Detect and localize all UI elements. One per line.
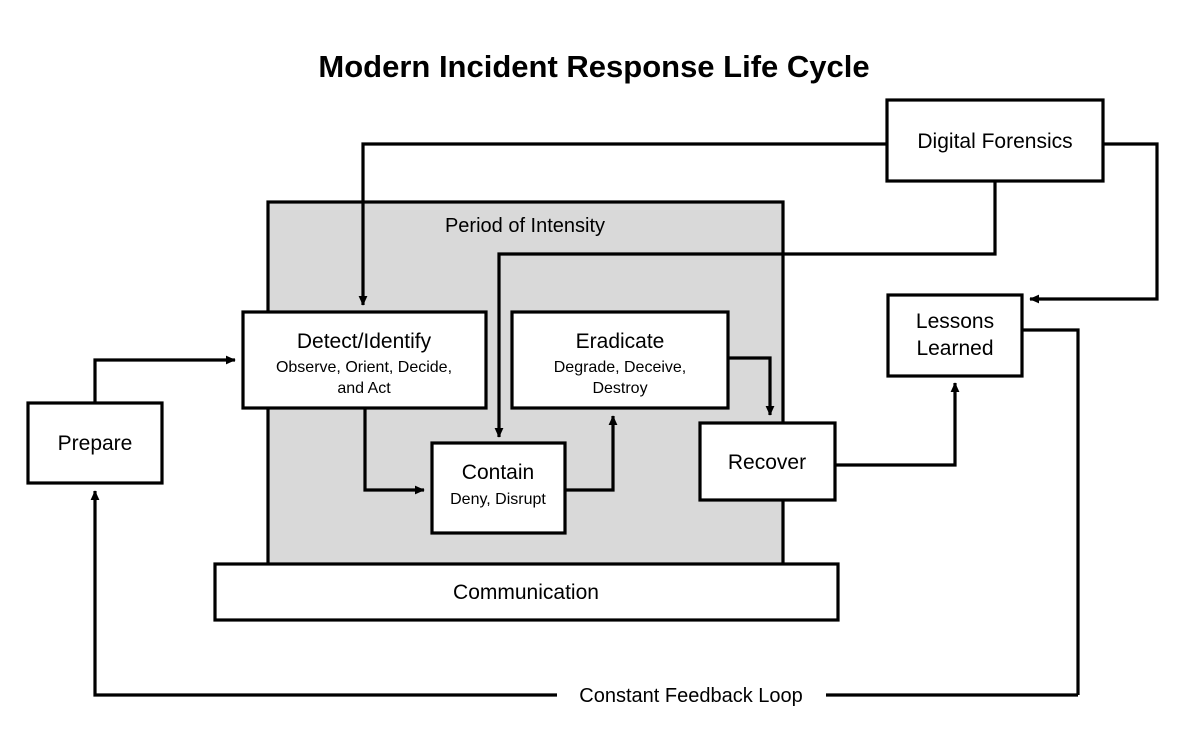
node-contain[interactable]: Contain Deny, Disrupt bbox=[430, 441, 567, 535]
node-detect-identify-label: Detect/Identify bbox=[297, 330, 432, 353]
edge-recover-to-lessons-learned bbox=[835, 382, 960, 467]
group-period-of-intensity-label: Period of Intensity bbox=[445, 215, 605, 237]
edge-eradicate-to-recover bbox=[728, 356, 775, 416]
edge-prepare-to-detect-identify bbox=[93, 355, 236, 403]
node-digital-forensics-label: Digital Forensics bbox=[917, 130, 1072, 153]
node-digital-forensics-box[interactable] bbox=[885, 98, 1105, 183]
node-lessons-learned[interactable]: Lessons Learned bbox=[886, 293, 1024, 378]
node-recover[interactable]: Recover bbox=[698, 421, 837, 502]
edge-lessons-learned-to-feedback-loop bbox=[1022, 328, 1080, 695]
node-contain-box[interactable] bbox=[430, 441, 567, 535]
edge-detect-identify-to-contain bbox=[363, 408, 425, 495]
node-prepare-label: Prepare bbox=[58, 432, 133, 455]
node-recover-box[interactable] bbox=[698, 421, 837, 502]
node-detect-identify-box[interactable] bbox=[241, 310, 488, 410]
node-recover-label: Recover bbox=[728, 451, 806, 474]
node-prepare-box[interactable] bbox=[26, 401, 164, 485]
node-prepare[interactable]: Prepare bbox=[26, 401, 164, 485]
node-eradicate-sub-line2: Destroy bbox=[592, 380, 647, 397]
node-contain-sub-line1: Deny, Disrupt bbox=[450, 491, 546, 508]
node-detect-identify-sub-line1: Observe, Orient, Decide, bbox=[276, 359, 452, 376]
edge-digital-forensics-to-contain bbox=[494, 181, 997, 438]
page-title: Modern Incident Response Life Cycle bbox=[318, 49, 869, 84]
node-lessons-learned-box[interactable] bbox=[886, 293, 1024, 378]
node-digital-forensics[interactable]: Digital Forensics bbox=[885, 98, 1105, 183]
node-communication-box[interactable] bbox=[213, 562, 840, 622]
node-eradicate-sub-line1: Degrade, Deceive, bbox=[554, 359, 687, 376]
node-communication[interactable]: Communication bbox=[213, 562, 840, 622]
edge-digital-forensics-to-detect-identify bbox=[358, 142, 887, 306]
feedback-loop-label: Constant Feedback Loop bbox=[579, 685, 803, 707]
edge-contain-to-eradicate bbox=[565, 415, 618, 492]
node-detect-identify[interactable]: Detect/Identify Observe, Orient, Decide,… bbox=[241, 310, 488, 410]
node-communication-label: Communication bbox=[453, 581, 599, 604]
node-eradicate-label: Eradicate bbox=[576, 330, 665, 353]
node-eradicate[interactable]: Eradicate Degrade, Deceive, Destroy bbox=[510, 310, 730, 410]
edge-digital-forensics-to-lessons-learned bbox=[1029, 142, 1159, 304]
node-contain-label: Contain bbox=[462, 461, 534, 484]
node-lessons-learned-label-line1: Lessons bbox=[916, 310, 994, 333]
edge-feedback-rail-left bbox=[90, 490, 557, 697]
node-detect-identify-sub-line2: and Act bbox=[337, 380, 391, 397]
node-lessons-learned-label-line2: Learned bbox=[916, 337, 993, 360]
node-eradicate-box[interactable] bbox=[510, 310, 730, 410]
